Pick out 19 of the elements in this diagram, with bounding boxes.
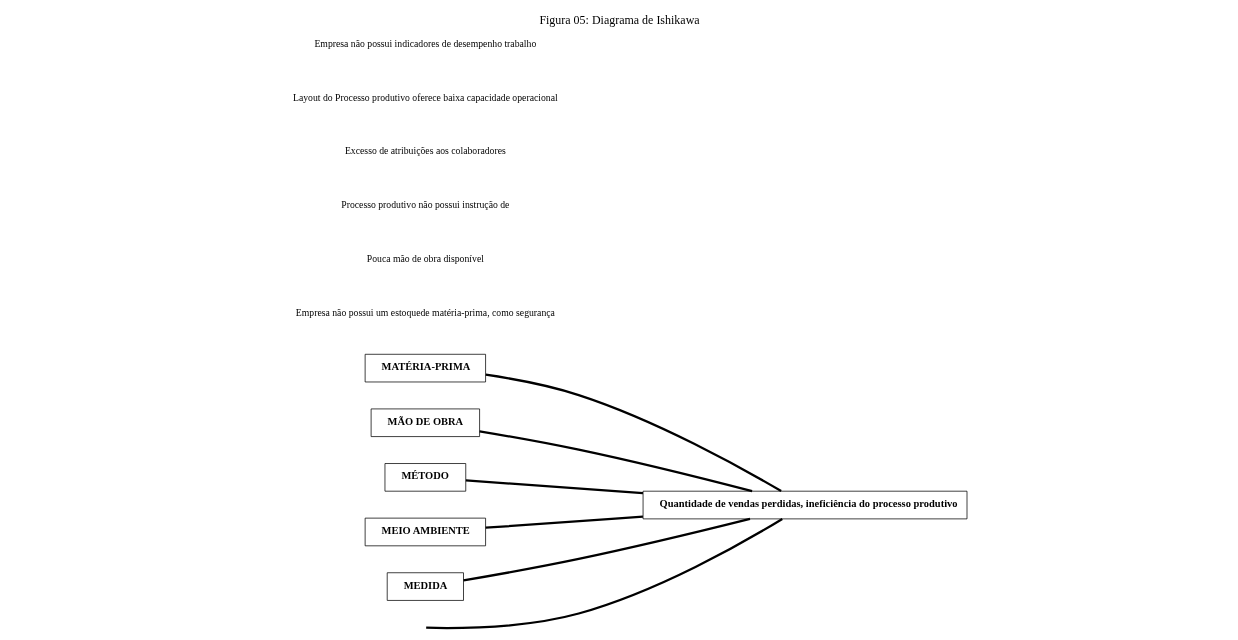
diagram-title: Figura 05: Diagrama de Ishikawa <box>538 12 700 27</box>
label: Empresa não possui indicadores de desempenho trabalho <box>313 37 536 49</box>
connector <box>478 430 752 493</box>
node-box: Quantidade de vendas perdidas, ineficiência do processo produtivo <box>642 490 967 520</box>
node-box: MÉTODO <box>384 463 466 492</box>
label: Excesso de atribuições aos colaboradores <box>344 145 506 157</box>
label: Empresa não possui um estoquede matéria-prima, como segurança <box>295 307 555 319</box>
connector <box>425 518 783 630</box>
node-box: MÃO DE OBRA <box>370 408 480 437</box>
node-box: MEIO AMBIENTE <box>364 517 486 547</box>
node-box: MEDIDA <box>386 572 464 601</box>
connector <box>485 373 782 492</box>
connector <box>465 479 643 495</box>
label: Processo produtivo não possui instrução de <box>340 199 509 211</box>
connector <box>485 515 643 529</box>
node-box: MATÉRIA-PRIMA <box>364 353 486 383</box>
label: Pouca mão de obra disponível <box>366 253 484 265</box>
connector <box>462 517 750 582</box>
label: Layout do Processo produtivo oferece baixa capacidade operacional <box>292 91 558 103</box>
